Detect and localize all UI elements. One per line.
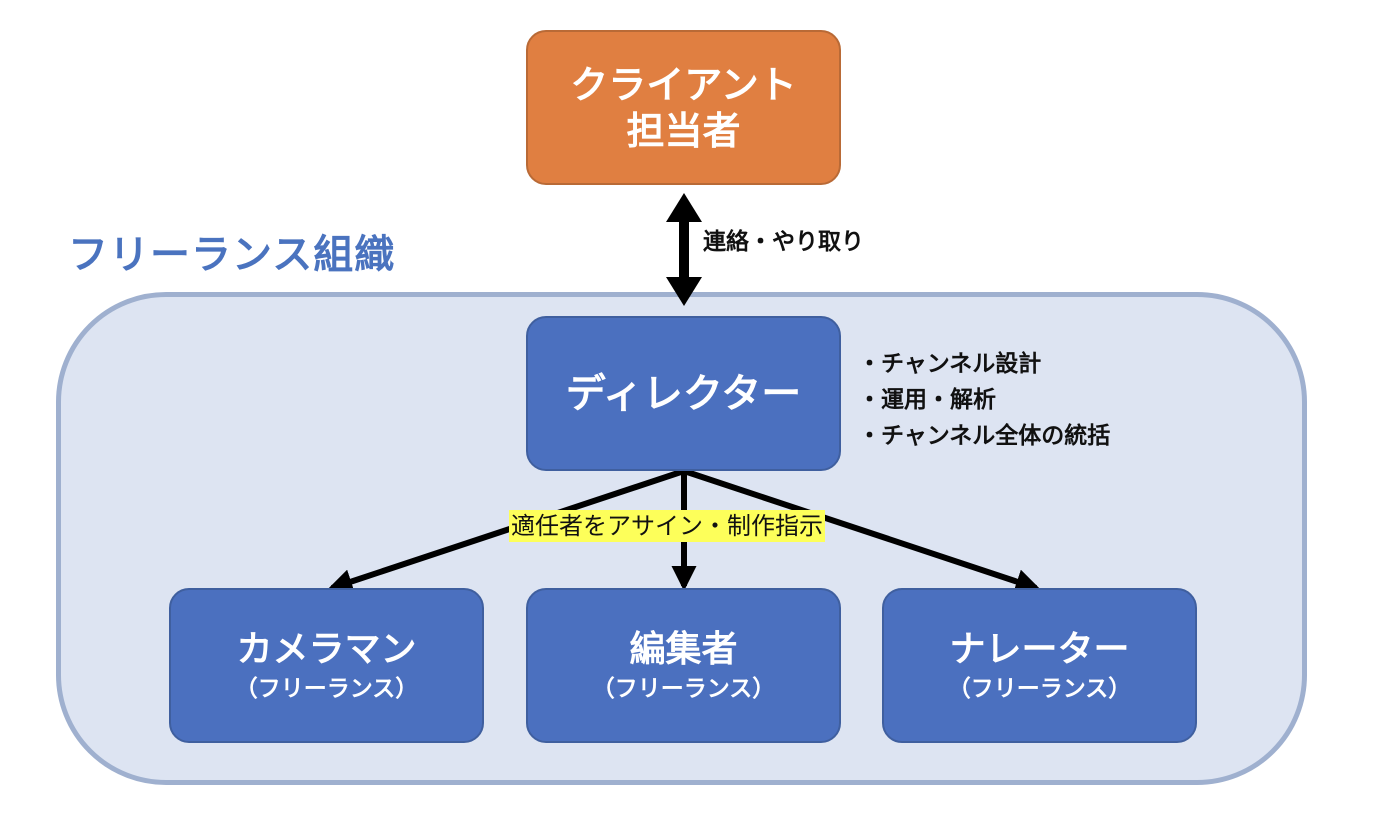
- director-label: ディレクター: [565, 370, 802, 417]
- member-type: （フリーランス）: [234, 675, 419, 702]
- member-type: （フリーランス）: [947, 675, 1132, 702]
- client-contact-node: クライアント 担当者: [526, 30, 841, 185]
- member-name: カメラマン: [236, 628, 417, 670]
- client-label-line1: クライアント: [570, 62, 797, 107]
- director-role-item: ・チャンネル設計: [858, 351, 1042, 377]
- cameraman-node: カメラマン （フリーランス）: [169, 588, 484, 743]
- arrow-to-camera: [327, 468, 685, 594]
- arrow-to-narrator: [683, 468, 1041, 594]
- communication-arrow: [666, 193, 702, 306]
- member-name: 編集者: [629, 628, 738, 670]
- director-node: ディレクター: [526, 316, 841, 471]
- narrator-node: ナレーター （フリーランス）: [882, 588, 1197, 743]
- director-roles-list: ・チャンネル設計 ・運用・解析 ・チャンネル全体の統括: [858, 346, 1110, 454]
- editor-node: 編集者 （フリーランス）: [526, 588, 841, 743]
- member-name: ナレーター: [949, 628, 1130, 670]
- client-label-line2: 担当者: [626, 108, 741, 153]
- assign-instruction-label: 適任者をアサイン・制作指示: [509, 510, 825, 542]
- org-title: フリーランス組織: [68, 232, 396, 278]
- communication-label: 連絡・やり取り: [703, 229, 864, 255]
- director-role-item: ・運用・解析: [858, 387, 996, 413]
- member-type: （フリーランス）: [591, 675, 776, 702]
- director-role-item: ・チャンネル全体の統括: [858, 423, 1111, 449]
